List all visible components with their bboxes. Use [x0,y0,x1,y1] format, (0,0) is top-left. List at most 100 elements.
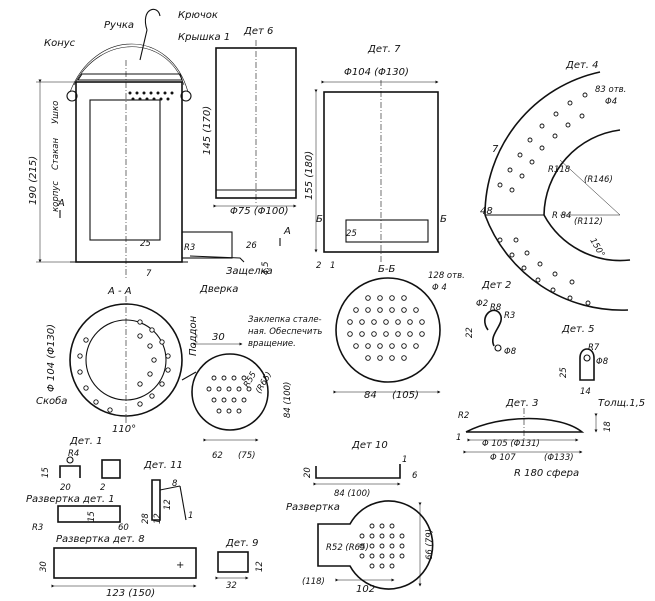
bb-holes: 128 отв. [428,271,465,281]
razvertka-view: Развертка R52 (R65) (118) 102 66 (79) [286,500,435,595]
chain-handle [69,43,189,93]
det7-d25: 25 [346,229,357,239]
razv-d66: 66 (79) [425,529,435,560]
det3-dome [465,417,585,433]
det2-d2: Φ2 [476,299,488,309]
aa-skoba: Скоба [36,395,67,407]
aa-title: А - А [107,286,132,297]
det3-view: Дет. 3 R2 1 Φ 105 (Φ131) Φ 107 (Φ133) 18… [456,398,613,479]
det3-d107: Φ 107 [490,453,516,463]
dim-190: 190 (215) [28,156,39,205]
det7-d: Φ104 (Φ130) [344,67,409,78]
body-outer [75,81,183,263]
label-ushko: Ушко [51,101,61,124]
label-kryuchok: Крючок [178,10,218,21]
section-aa-view: А - А Φ 104 (Φ130) Скоба 110° Поддон 30 … [36,286,322,461]
det2-r3: R3 [504,311,515,321]
label-kryshka: Крышка 1 [178,32,230,43]
ear-left [66,90,78,102]
det4-inner-arc [543,129,621,216]
dim-7: 7 [146,269,152,279]
det2-r8: R8 [490,303,502,313]
det1-part-b [101,459,121,479]
det3-title: Дет. 3 [505,398,539,409]
dim-26: 26 [246,241,257,251]
det3-r180: R 180 сфера [514,468,579,479]
det6-d: Φ75 (Φ100) [230,206,289,217]
aa-poddon: Поддон [188,315,199,356]
det11-view: Дет. 11 8 12 28 12 1 [141,460,193,524]
det4-outer-arc [484,71,601,216]
aa-d75: (75) [238,451,255,461]
aa-perforation [77,319,171,413]
aa-zaklepka3: вращение. [248,339,296,349]
det7-d2: 2 [316,261,321,271]
det4-holes: 83 отв. [595,85,626,95]
det1-d15: 15 [41,467,51,478]
det10-view: Дет 10 20 84 (100) 1 6 [303,440,418,499]
bb-circle [335,277,441,383]
det1-d15b: 15 [87,511,97,522]
det1-part-a [59,465,81,478]
razv-r52: R52 (R65) [326,543,369,553]
det5-title: Дет. 5 [561,324,595,335]
chain-handle-inner [73,46,185,86]
det7-d1: 1 [330,261,335,271]
det11-title: Дет. 11 [143,460,183,471]
label-zashchelka: Защелка [226,266,273,277]
bb-d84: 84 [364,390,377,401]
dim-45: 4,5 [261,261,271,275]
det4-r118: R118 [548,165,571,175]
det1-r3: R3 [32,523,43,533]
label-konus: Конус [44,38,76,49]
assembly-view: Ручка Крючок Конус Крышка 1 Ушко Стакан … [28,8,291,295]
det10-title: Дет 10 [351,440,388,451]
det11-d12: 12 [163,499,173,510]
det4-r84: R 84 [552,211,571,221]
bb-title: Б-Б [378,264,395,275]
aa-zaklepka: Заклепка стале- [248,315,322,325]
det8-title: Развертка дет. 8 [56,534,145,545]
poddon-perforation [206,375,252,414]
det5-view: Дет. 5 R7 Φ8 25 14 Толщ.1,5 [559,324,645,409]
det5-d25: 25 [559,367,569,378]
det5-d14: 14 [580,387,591,397]
det10-d6: 6 [412,471,418,481]
bb-d105: (105) [392,390,419,401]
det4-perforation [497,92,591,306]
inner-cup [89,99,161,241]
det10-d1: 1 [402,455,407,465]
det10-part [315,464,401,479]
det10-d84: 84 (100) [334,489,370,499]
label-ruchka: Ручка [104,20,134,31]
det2-view: Дет 2 22 Φ2 R8 R3 Φ8 [465,280,517,357]
section-bb-view: Б-Б 128 отв. Φ 4 84 (105) [333,264,465,401]
det4-r146: (R146) [584,175,613,185]
det3-d105: Φ 105 (Φ131) [482,439,540,449]
aa-d30: 30 [212,332,225,343]
det7-door-cut [345,219,429,243]
det1-razv: Развертка дет. 1 [26,494,115,505]
det7-view: Дет. 7 Φ104 (Φ130) 155 (180) 25 2 1 Б Б [304,44,447,271]
det3-d133: (Φ133) [544,453,574,463]
det1-d2: 2 [100,483,105,493]
door [181,231,233,259]
det11-d12b: 12 [153,513,163,524]
det2-hook [484,309,503,347]
det7-h: 155 (180) [304,151,315,200]
assembly-perforation [128,91,174,101]
razv-outline [317,500,434,590]
det6-h: 145 (170) [202,106,213,155]
det11-part [151,479,161,521]
det1-view: Дет. 1 R4 15 20 2 Развертка дет. 1 R3 15… [26,436,129,533]
label-stakan: Стакан [51,138,61,170]
aa-zaklepka2: ная. Обеспечить [248,327,322,337]
det4-title: Дет. 4 [565,60,599,71]
det3-r2: R2 [458,411,469,421]
det7-title: Дет. 7 [367,44,401,55]
aa-a110: 110° [112,424,136,435]
det5-plate [579,348,595,381]
det4-view: Дет. 4 83 отв. Φ4 7 R118 (R146) 48 R 84 … [480,60,631,311]
det2-title: Дет 2 [481,280,511,291]
det11-d8: 8 [172,479,178,489]
